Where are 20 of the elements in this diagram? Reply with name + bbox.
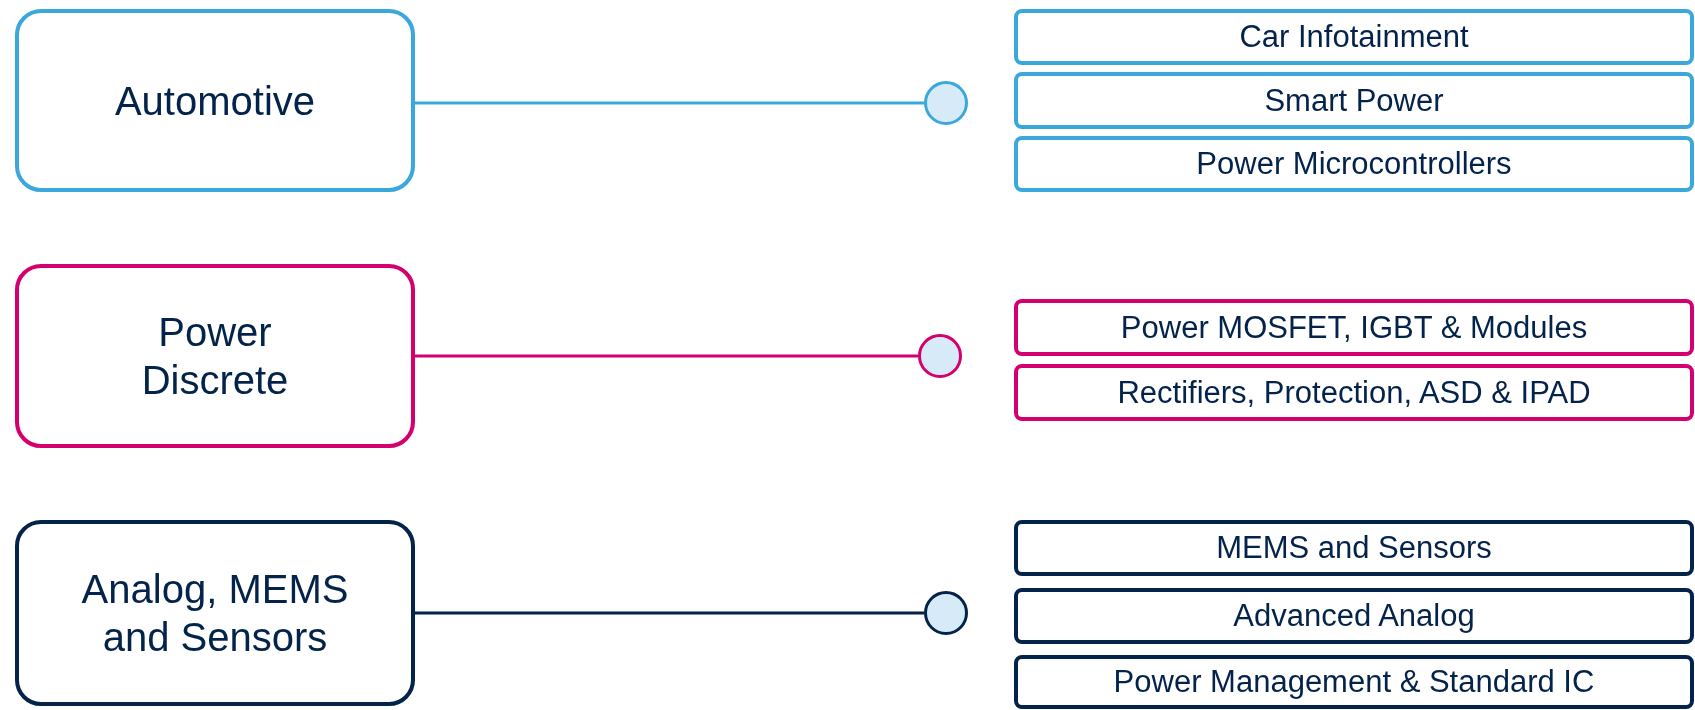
circle-node: [924, 591, 968, 635]
label-text: Power Microcontrollers: [1196, 146, 1512, 182]
segment-box: [15, 520, 415, 706]
label-text: Power MOSFET, IGBT & Modules: [1120, 309, 1588, 346]
connector-line: [415, 611, 924, 615]
label-text: Analog, MEMS and Sensors: [80, 566, 350, 661]
label-text: Car Infotainment: [1239, 19, 1469, 55]
segment-box: [15, 9, 415, 192]
label-text: Rectifiers, Protection, ASD & IPAD: [1117, 374, 1591, 411]
connector-line: [415, 354, 918, 358]
label-text: Smart Power: [1264, 82, 1444, 119]
segment-box: [15, 264, 415, 448]
label-text: Power Discrete: [140, 309, 290, 404]
label-text: Automotive: [114, 77, 316, 125]
circle-node: [918, 334, 962, 378]
label-text: Advanced Analog: [1233, 598, 1475, 634]
label-text: MEMS and Sensors: [1216, 530, 1492, 566]
connector-line: [415, 101, 924, 105]
label-text: Power Management & Standard IC: [1113, 664, 1595, 700]
circle-node: [924, 81, 968, 125]
